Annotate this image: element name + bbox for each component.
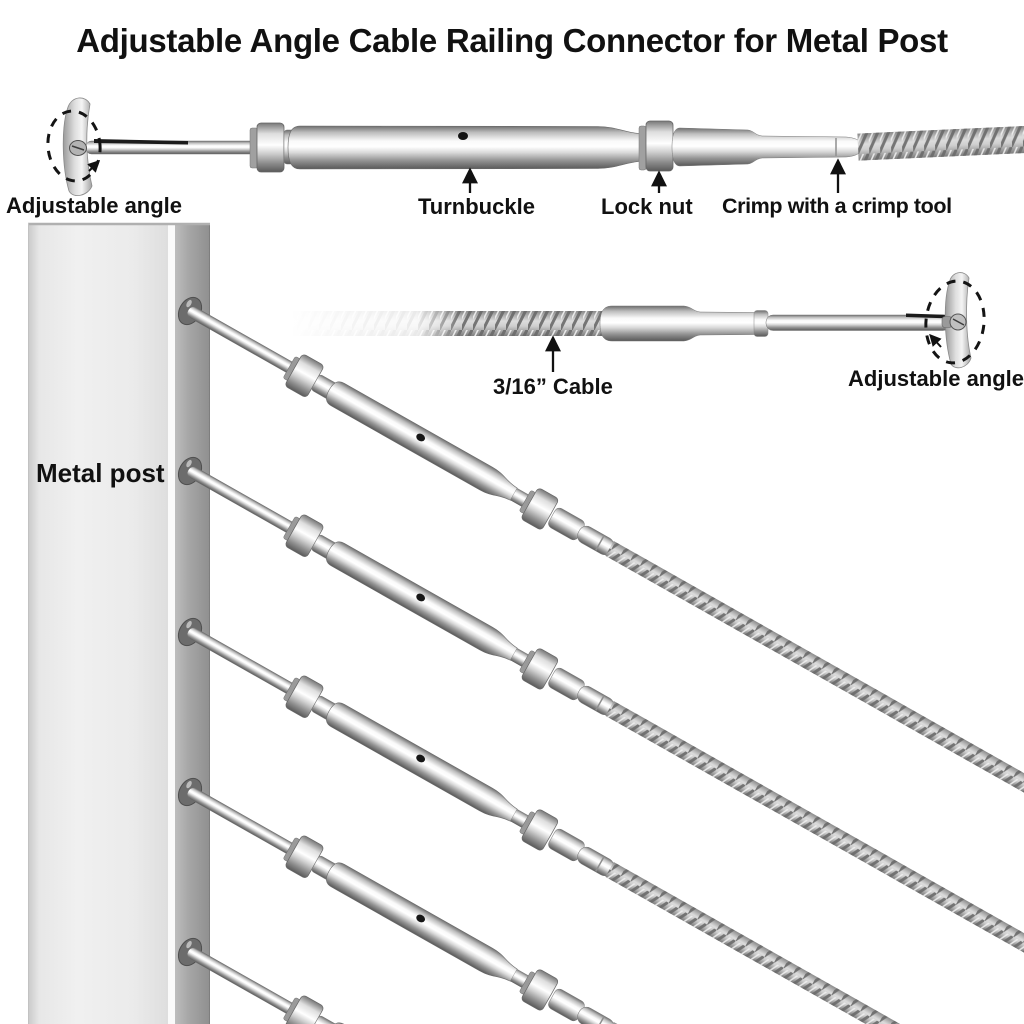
turnbuckle-pin-hole [458, 132, 468, 140]
crimp-fitting [671, 127, 863, 167]
lock-nut [256, 122, 285, 173]
lock-nut [645, 120, 674, 172]
cable-assembly-5 [171, 929, 1024, 1024]
cable-size-label: 3/16” Cable [493, 374, 613, 399]
rod-shadow-line [906, 313, 952, 319]
post-corner-highlight [168, 223, 175, 1024]
steel-cable-top [857, 125, 1024, 161]
middle-assembly [288, 272, 986, 369]
rotation-arrow-left [87, 160, 100, 173]
metal-post [28, 222, 210, 1024]
lock-nut-label: Lock nut [601, 194, 693, 219]
post-front-face [28, 223, 168, 1024]
adjustable-angle-label-right: Adjustable angle [848, 366, 1024, 391]
cable-assembly-1 [171, 288, 1024, 1024]
rod-shadow-line [94, 139, 188, 145]
rotation-dashed-circle-right [924, 279, 986, 365]
rotation-arrow-right [929, 333, 942, 348]
pivot-bolt-slot [952, 318, 965, 326]
adjustable-angle-label-left: Adjustable angle [6, 193, 183, 218]
crimp-fitting [599, 305, 757, 342]
rotation-dashed-circle-left [46, 109, 102, 183]
turnbuckle-body [287, 125, 651, 170]
cable-assembly-3 [171, 609, 1024, 1024]
pivot-bolt-slot [71, 145, 85, 151]
top-assembly [46, 97, 1024, 196]
crimp-label: Crimp with a crimp tool [722, 194, 952, 218]
cable-strand-texture [857, 125, 1024, 161]
turnbuckle-label: Turnbuckle [418, 194, 535, 219]
cable-fade-out [288, 304, 460, 342]
metal-post-label: Metal post [36, 458, 165, 488]
page-title: Adjustable Angle Cable Railing Connector… [76, 22, 948, 59]
cable-assembly-4 [171, 769, 1024, 1024]
washer [638, 125, 647, 171]
